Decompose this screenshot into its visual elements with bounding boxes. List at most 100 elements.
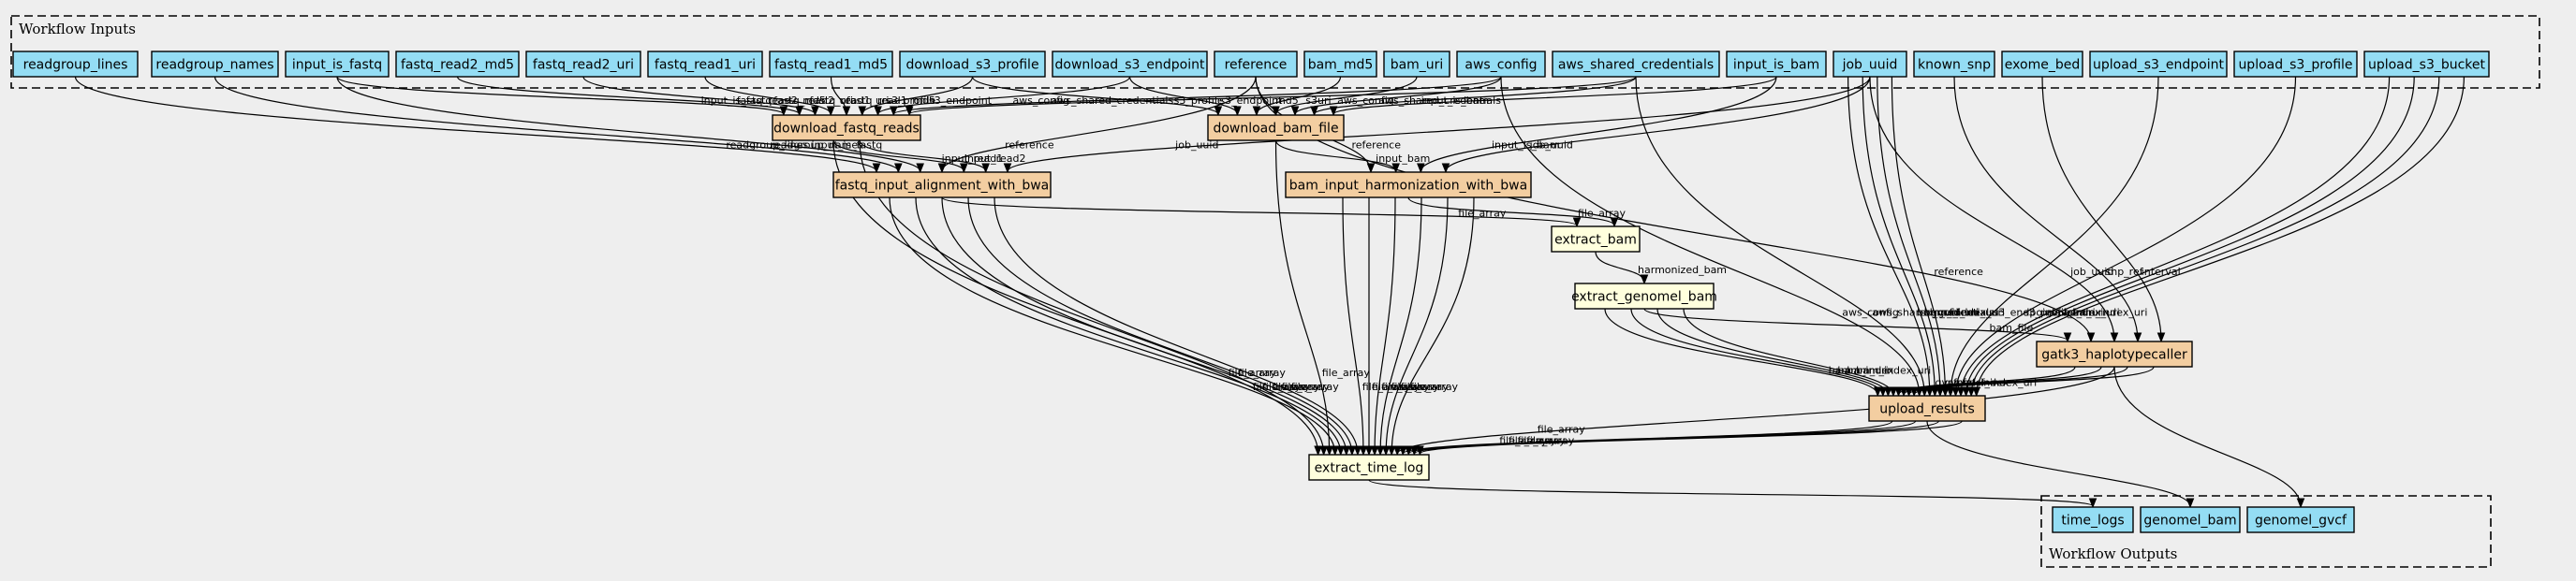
node-label: download_bam_file (1213, 122, 1338, 137)
workflow-inputs-label: Workflow Inputs (19, 21, 136, 37)
node-box (1551, 225, 1641, 253)
node-fastq-read1-md5[interactable]: fastq_read1_md5 (769, 51, 893, 78)
node-download-s3-endpoint[interactable]: download_s3_endpoint (1052, 51, 1208, 78)
edge-label: s3uri (1305, 94, 1331, 107)
node-bam-md5[interactable]: bam_md5 (1303, 51, 1377, 78)
node-box (2233, 51, 2358, 78)
edge-fastq-input-alignment-with-bwa-to-extract-bam (941, 196, 1577, 225)
node-label: job_uuid (1842, 58, 1898, 73)
node-readgroup-lines[interactable]: readgroup_lines (12, 51, 139, 78)
node-label: fastq_read1_md5 (774, 58, 888, 73)
node-input-is-fastq[interactable]: input_is_fastq (285, 51, 390, 78)
node-box (1207, 114, 1345, 141)
node-box (1456, 51, 1546, 78)
edge-label: readgroup_lines (726, 138, 808, 151)
edge-job-uuid-to-upload-results (1847, 76, 1930, 395)
node-extract-bam[interactable]: extract_bam (1551, 225, 1641, 253)
node-label: time_logs (2061, 514, 2124, 529)
node-box (1833, 51, 1907, 78)
node-box (1303, 51, 1377, 78)
node-upload-s3-bucket[interactable]: upload_s3_bucket (2363, 51, 2490, 78)
node-readgroup-names[interactable]: readgroup_names (151, 51, 279, 78)
edge-download-s3-endpoint-to-download-bam-file (1128, 76, 1238, 114)
node-label: upload_results (1879, 402, 1975, 417)
node-box (1285, 171, 1532, 198)
edge-upload-s3-bucket-to-upload-results (1966, 76, 2415, 395)
edge-label: job_uuid (2069, 266, 2113, 278)
edge-label: md5 (1275, 94, 1299, 107)
edge-extract-genomel-bam-to-upload-results (1630, 308, 1883, 395)
edge-known-snp-to-gatk3-haplotypecaller (1953, 76, 2138, 341)
edge-label: aws_shared_credentials (1052, 94, 1174, 107)
edge-fastq-input-alignment-with-bwa-to-extract-time-log (941, 196, 1347, 454)
edge-download-fastq-reads-to-extract-time-log (832, 139, 1318, 454)
node-download-fastq-reads[interactable]: download_fastq_reads (772, 114, 921, 141)
edge-label: bam_uri (1847, 365, 1889, 377)
node-upload-s3-profile[interactable]: upload_s3_profile (2233, 51, 2358, 78)
edge-label: file_array (1538, 423, 1586, 435)
edge-readgroup-lines-to-fastq-input-alignment-with-bwa (74, 76, 877, 171)
edge-label: bam (1829, 365, 1851, 377)
edge-label: s3_endpoint (929, 94, 993, 107)
edge-label: file_array (1509, 435, 1557, 447)
edge-label: file_array (1401, 381, 1450, 393)
edge-label: bam_uri (2064, 307, 2106, 319)
node-gatk3-haplotypecaller[interactable]: gatk3_haplotypecaller (2036, 341, 2193, 368)
node-box (899, 51, 1046, 78)
node-bam-input-harmonization-with-bwa[interactable]: bam_input_harmonization_with_bwa (1285, 171, 1532, 198)
node-box (12, 51, 139, 78)
node-box (2140, 506, 2241, 533)
edge-extract-genomel-bam-to-upload-results (1604, 308, 1877, 395)
node-label: aws_shared_credentials (1558, 58, 1714, 73)
edge-fastq-read2-md5-to-download-fastq-reads (456, 76, 800, 114)
node-job-uuid[interactable]: job_uuid (1833, 51, 1907, 78)
node-fastq-read2-uri[interactable]: fastq_read2_uri (525, 51, 641, 78)
node-box (2001, 51, 2083, 78)
node-time-logs[interactable]: time_logs (2052, 506, 2134, 533)
node-aws-config[interactable]: aws_config (1456, 51, 1546, 78)
edge-aws-config-to-upload-results (1500, 76, 1920, 395)
edge-bam-input-harmonization-with-bwa-to-extract-time-log (1391, 196, 1475, 454)
node-upload-s3-endpoint[interactable]: upload_s3_endpoint (2089, 51, 2228, 78)
workflow-inputs-cluster: Workflow Inputs (10, 15, 2540, 89)
edge-fastq-read1-uri-to-download-fastq-reads (704, 76, 831, 114)
node-label: genomel_bam (2143, 514, 2236, 529)
edge-aws-config-to-download-fastq-reads (893, 76, 1502, 114)
node-reference[interactable]: reference (1214, 51, 1298, 78)
edge-label: aws_shared_credentials (1872, 307, 1995, 319)
node-box (772, 114, 921, 141)
node-exome-bed[interactable]: exome_bed (2001, 51, 2083, 78)
edge-upload-s3-bucket-to-upload-results (1977, 76, 2465, 395)
node-upload-results[interactable]: upload_results (1868, 395, 1986, 422)
node-extract-time-log[interactable]: extract_time_log (1308, 454, 1430, 481)
edge-exome-bed-to-gatk3-haplotypecaller (2041, 76, 2161, 341)
edge-download-fastq-reads-to-fastq-input-alignment-with-bwa (859, 139, 986, 171)
edge-job-uuid-to-upload-results (1877, 76, 1940, 395)
node-box (1052, 51, 1208, 78)
edge-label: bam_file (1990, 322, 2034, 334)
edge-extract-time-log-to-time-logs (1368, 479, 2093, 506)
node-fastq-read1-uri[interactable]: fastq_read1_uri (647, 51, 763, 78)
edge-input-is-bam-to-download-bam-file (1333, 76, 1777, 114)
node-extract-genomel-bam[interactable]: extract_genomel_bam (1571, 283, 1717, 310)
edge-label: gvcf (1944, 377, 1967, 389)
node-download-bam-file[interactable]: download_bam_file (1207, 114, 1345, 141)
node-aws-shared-credentials[interactable]: aws_shared_credentials (1552, 51, 1720, 78)
node-fastq-input-alignment-with-bwa[interactable]: fastq_input_alignment_with_bwa (832, 171, 1052, 198)
edge-fastq-input-alignment-with-bwa-to-extract-time-log (967, 196, 1352, 454)
node-label: extract_bam (1554, 233, 1637, 248)
node-known-snp[interactable]: known_snp (1913, 51, 1995, 78)
node-box (2036, 341, 2193, 368)
node-genomel-gvcf[interactable]: genomel_gvcf (2246, 506, 2355, 533)
node-input-is-bam[interactable]: input_is_bam (1726, 51, 1827, 78)
edge-label: file_array (1281, 381, 1330, 393)
edge-job-uuid-to-fastq-input-alignment-with-bwa (1008, 76, 1871, 171)
node-genomel-bam[interactable]: genomel_bam (2140, 506, 2241, 533)
edge-label: s3_profile (2024, 307, 2073, 319)
node-fastq-read2-md5[interactable]: fastq_read2_md5 (395, 51, 520, 78)
node-download-s3-profile[interactable]: download_s3_profile (899, 51, 1046, 78)
node-box (1383, 51, 1450, 78)
edge-label: s3_profile (886, 94, 935, 107)
node-bam-uri[interactable]: bam_uri (1383, 51, 1450, 78)
node-label: bam_input_harmonization_with_bwa (1289, 179, 1527, 194)
